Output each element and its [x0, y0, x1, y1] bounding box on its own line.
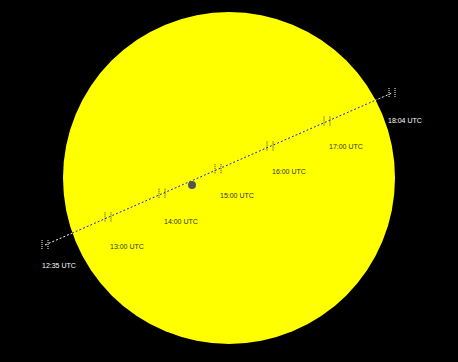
transit-track: [42, 88, 395, 250]
time-label: 16:00 UTC: [272, 168, 306, 175]
time-tick: [273, 141, 274, 151]
time-tick: [165, 189, 166, 199]
time-label: 17:00 UTC: [329, 143, 363, 150]
time-tick: [330, 116, 331, 126]
time-tick: [111, 212, 112, 222]
time-label: 13:00 UTC: [110, 243, 144, 250]
time-label: 18:04 UTC: [388, 117, 422, 124]
sun-disk: [63, 12, 395, 344]
track-outside: [45, 93, 392, 245]
time-label: 15:00 UTC: [220, 192, 254, 199]
time-tick: [395, 88, 396, 98]
time-tick: [105, 212, 106, 222]
time-tick: [267, 141, 268, 151]
time-tick: [42, 240, 43, 250]
track-inside: [72, 96, 385, 233]
time-tick: [324, 116, 325, 126]
time-tick: [215, 164, 216, 174]
planet-disk: [188, 181, 196, 189]
time-tick: [221, 164, 222, 174]
time-label: 12:35 UTC: [42, 262, 76, 269]
time-label: 14:00 UTC: [164, 218, 198, 225]
time-tick: [389, 88, 390, 98]
time-tick: [159, 189, 160, 199]
time-tick: [48, 240, 49, 250]
